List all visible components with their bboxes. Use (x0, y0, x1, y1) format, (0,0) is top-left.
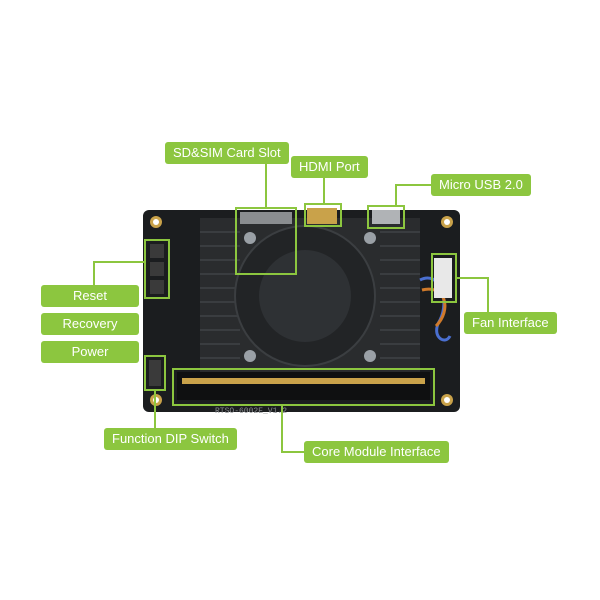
callout-lines (93, 164, 489, 453)
label-function-dip-switch: Function DIP Switch (104, 428, 237, 450)
core-module-connector (177, 372, 430, 400)
hdmi-port-shape (307, 208, 337, 224)
dip-switch-shape (149, 360, 161, 386)
label-sd-sim-card-slot: SD&SIM Card Slot (165, 142, 289, 164)
sd-sim-slot (240, 212, 292, 224)
label-fan-interface: Fan Interface (464, 312, 557, 334)
label-power: Power (41, 341, 139, 363)
label-hdmi-port: HDMI Port (291, 156, 368, 178)
label-micro-usb: Micro USB 2.0 (431, 174, 531, 196)
label-reset: Reset (41, 285, 139, 307)
button-power-shape (150, 280, 164, 294)
heatsink-fins (200, 231, 420, 359)
label-recovery: Recovery (41, 313, 139, 335)
label-core-module-interface: Core Module Interface (304, 441, 449, 463)
button-recovery-shape (150, 262, 164, 276)
board-silkscreen: RTSO-6002E_V1.2 (215, 407, 287, 416)
button-reset-shape (150, 244, 164, 258)
micro-usb-shape (372, 210, 400, 224)
fan-hub (259, 250, 351, 342)
fan-connector (434, 258, 452, 298)
